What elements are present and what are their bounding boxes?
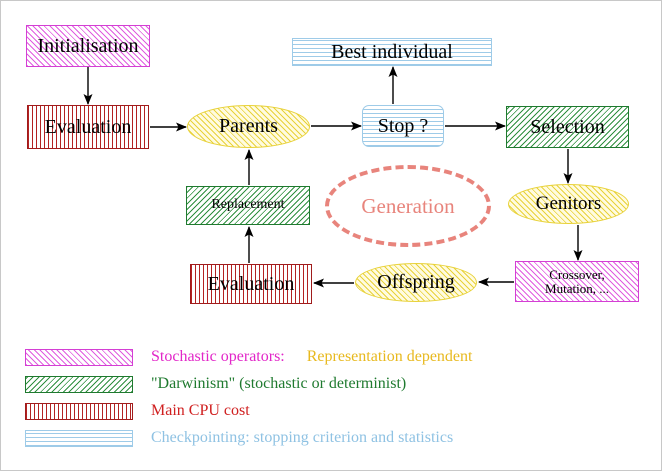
generation-cycle-ellipse: Generation [325,165,491,247]
generation-label: Generation [361,193,455,218]
legend-text-cpu-cost: Main CPU cost [151,402,250,420]
crossover-line2: Mutation, ... [545,280,609,296]
parents-label: Parents [219,115,278,137]
node-best-individual[interactable]: Best individual [292,38,492,66]
node-stop-decision[interactable]: Stop ? [362,105,444,147]
node-evaluation-top[interactable]: Evaluation [27,105,149,149]
legend-row-stochastic: Stochastic operators: Representation dep… [25,344,645,370]
legend-row-checkpointing: Checkpointing: stopping criterion and st… [25,425,645,451]
legend: Stochastic operators: Representation dep… [25,344,645,452]
selection-label: Selection [530,115,605,138]
best-individual-label: Best individual [331,40,453,63]
crossover-line1: Crossover, [549,266,605,282]
legend-swatch-red-vertical-hatch [25,402,133,420]
evaluation-bottom-label: Evaluation [207,272,295,295]
node-initialisation[interactable]: Initialisation [26,25,150,67]
legend-row-cpu-cost: Main CPU cost [25,398,645,424]
legend-text-stochastic: Stochastic operators: Representation dep… [151,348,472,366]
evaluation-top-label: Evaluation [44,115,132,138]
node-crossover-mutation[interactable]: Crossover, Mutation, ... [515,261,639,302]
legend-label-representation-dependent: Representation dependent [306,348,473,365]
legend-label-main-cpu-cost: Main CPU cost [151,402,250,419]
node-evaluation-bottom[interactable]: Evaluation [190,264,312,304]
node-genitors[interactable]: Genitors [508,184,629,224]
node-offspring[interactable]: Offspring [355,263,477,302]
legend-swatch-green-diagonal-hatch [25,375,133,393]
offspring-label: Offspring [377,271,455,293]
legend-swatch-blue-horizontal-hatch [25,429,133,447]
genitors-label: Genitors [535,193,602,215]
node-selection[interactable]: Selection [506,106,629,148]
node-parents[interactable]: Parents [187,105,310,148]
legend-label-checkpointing: Checkpointing: stopping criterion and st… [151,429,454,446]
initialisation-label: Initialisation [37,34,139,57]
legend-row-darwinism: "Darwinism" (stochastic or determinist) [25,371,645,397]
crossover-label-block: Crossover, Mutation, ... [543,268,611,295]
legend-label-darwinism: "Darwinism" (stochastic or determinist) [151,375,407,392]
replacement-label: Replacement [211,197,285,213]
legend-swatch-magenta-diagonal-hatch [25,348,133,366]
legend-text-darwinism: "Darwinism" (stochastic or determinist) [151,375,406,393]
legend-label-stochastic-operators: Stochastic operators: [151,348,285,365]
node-replacement[interactable]: Replacement [186,186,310,225]
stop-label: Stop ? [377,114,429,137]
legend-text-checkpointing: Checkpointing: stopping criterion and st… [151,429,453,447]
